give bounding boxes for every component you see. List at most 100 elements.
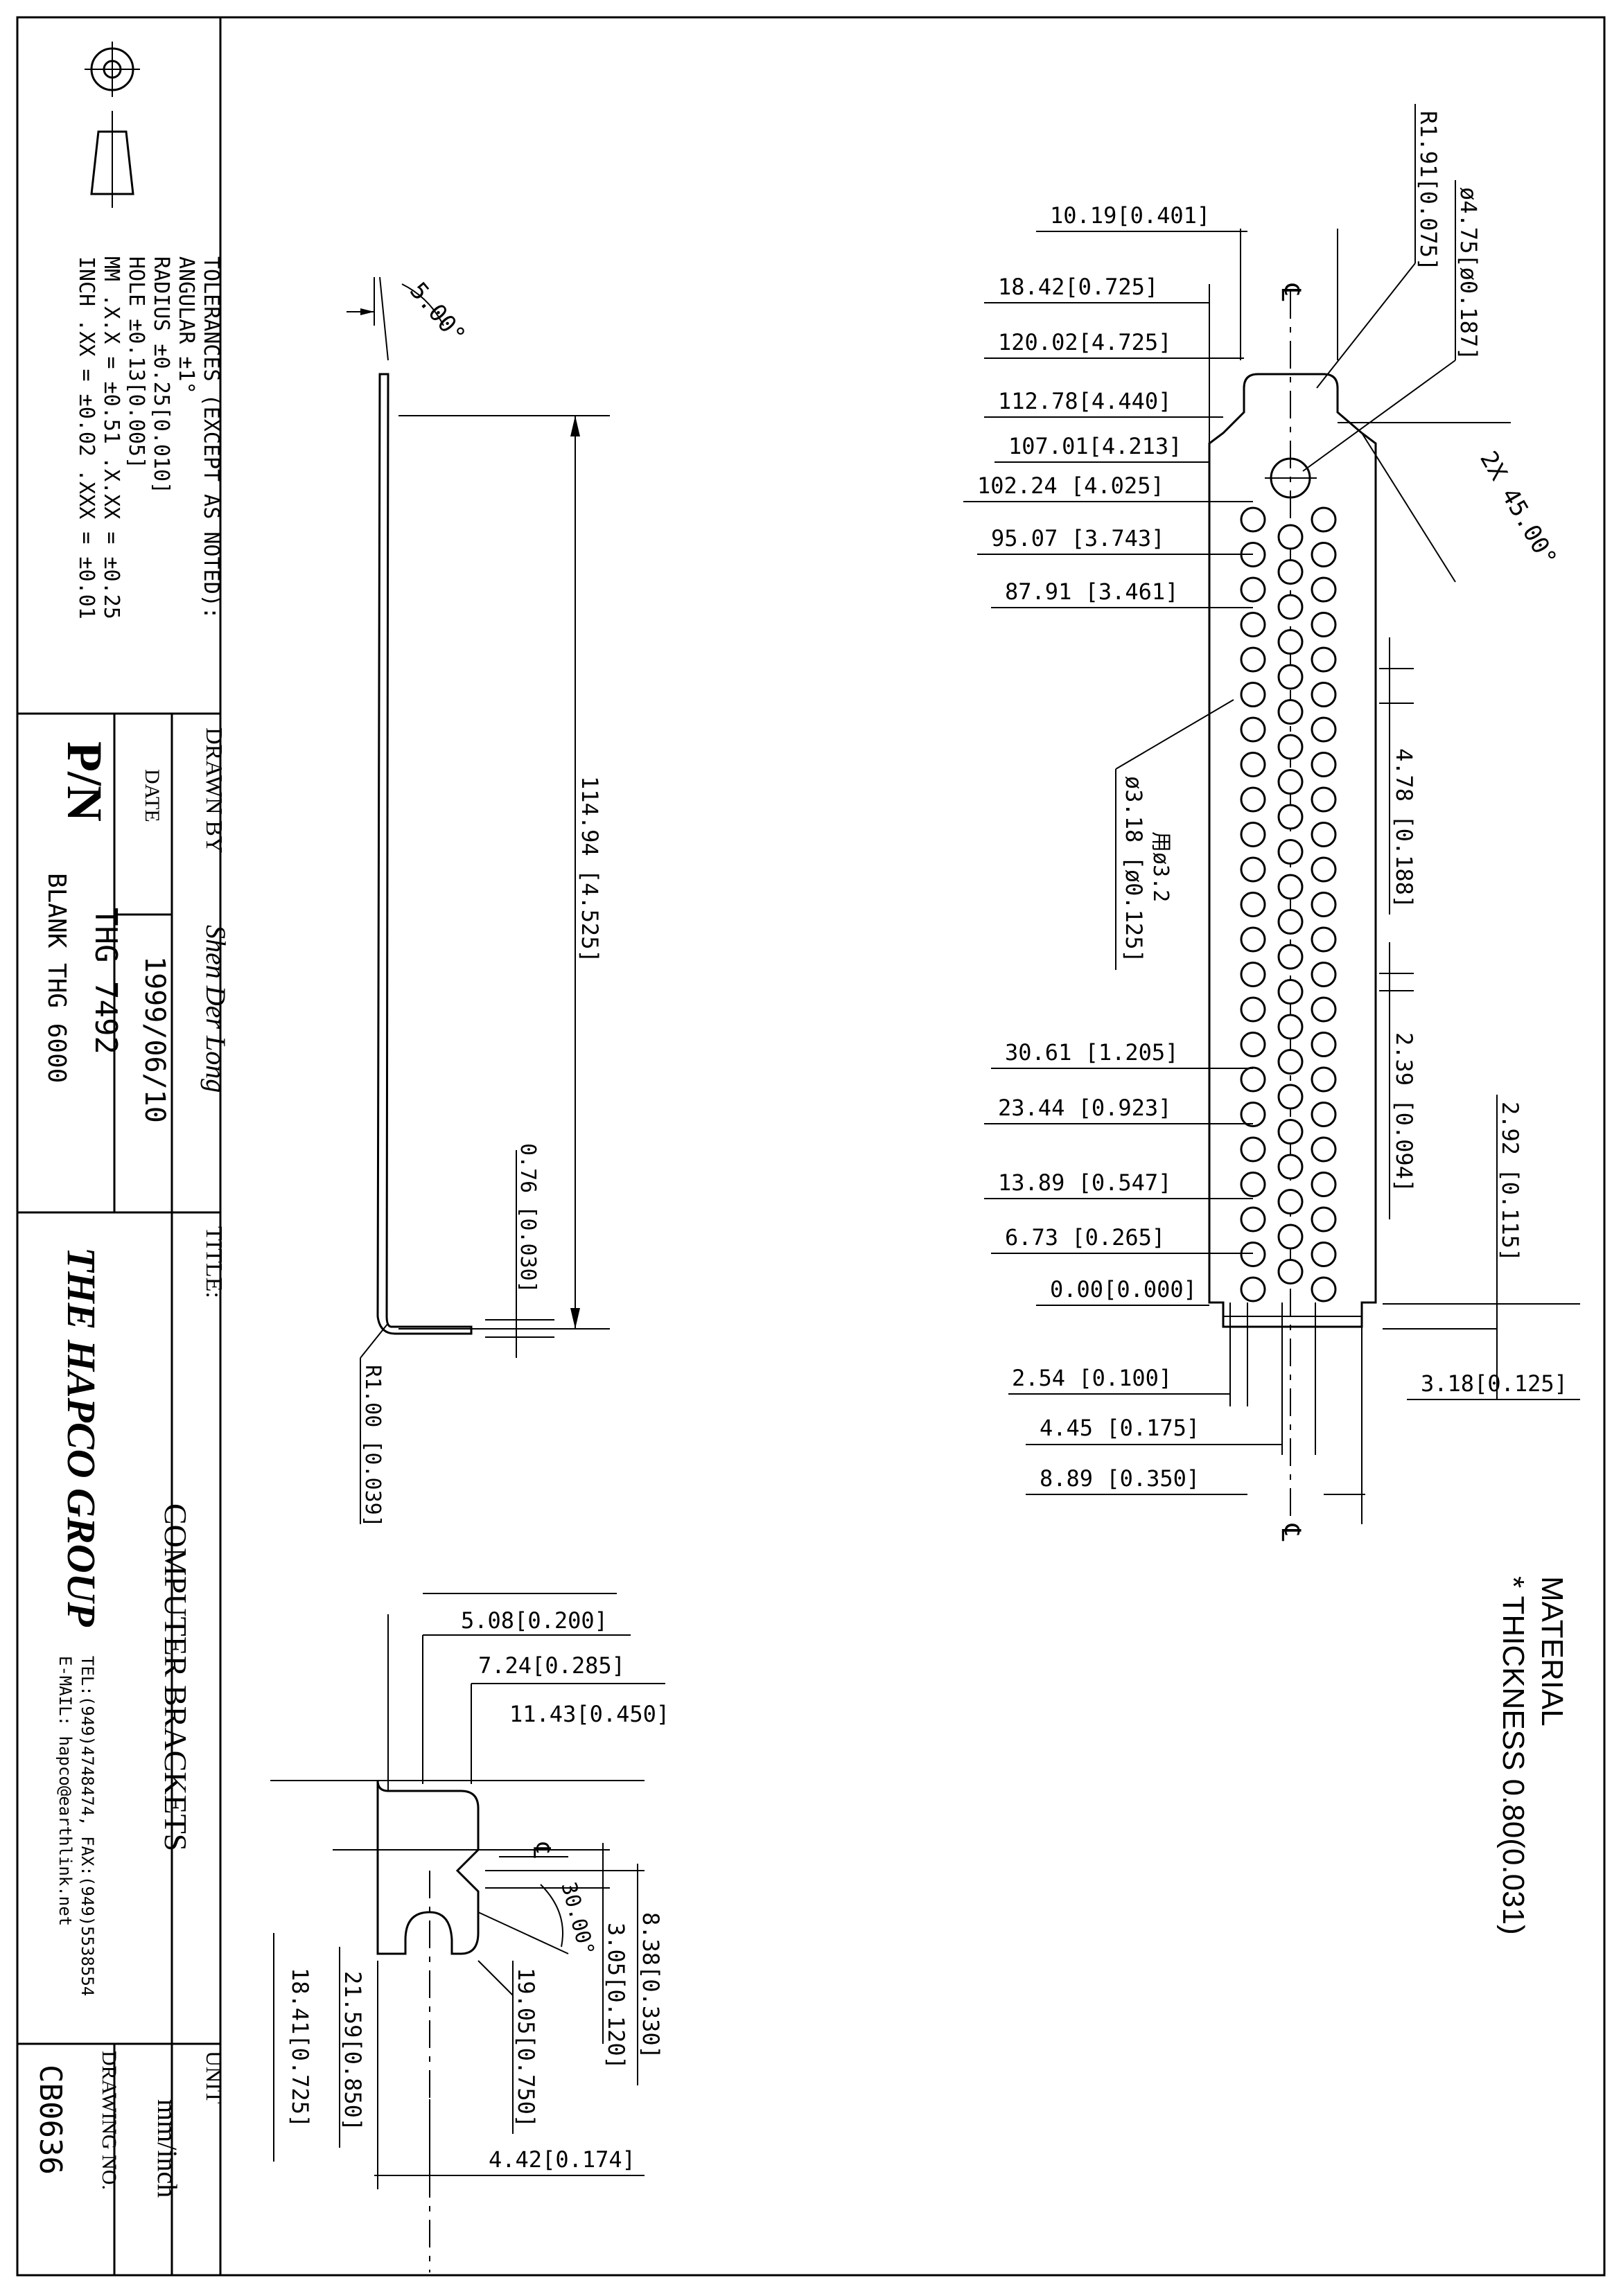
mounting-hole: [1311, 1066, 1337, 1093]
detail-dim-right-2: 3.05[0.120]: [603, 1923, 629, 2069]
side-angle-dim: 5.00°: [404, 277, 471, 349]
mounting-hole: [1277, 909, 1304, 935]
hole-note-cn: 用ø3.2: [1148, 831, 1173, 902]
tolerance-inch: INCH .XX = ±0.02 .XXX = ±0.01: [74, 256, 98, 619]
mounting-hole: [1277, 524, 1304, 550]
dim-right-2: 2.92 [0.115]: [1497, 1102, 1523, 1262]
mounting-hole: [1240, 786, 1266, 813]
mounting-hole: [1311, 856, 1337, 883]
dim-left-4: 112.78[4.440]: [998, 388, 1171, 414]
mounting-hole: [1240, 1032, 1266, 1057]
chamfer-dim: 2X 45.00°: [1474, 447, 1562, 572]
mounting-hole: [1311, 542, 1337, 567]
mounting-hole: [1311, 576, 1337, 603]
detail-dim-bottom-1: 19.05[0.750]: [513, 1968, 539, 2128]
company-name: THE HAPCO GROUP: [59, 1247, 104, 1627]
centerline-top: ℄: [1276, 283, 1306, 301]
drawn-by-name: Shen Der Long: [200, 925, 231, 1093]
dim-bottom-1: 2.54 [0.100]: [1012, 1365, 1172, 1391]
mounting-hole: [1277, 979, 1304, 1005]
mounting-hole: [1311, 926, 1337, 953]
dim-right-1: 3.18[0.125]: [1421, 1370, 1568, 1397]
mounting-hole: [1240, 892, 1266, 917]
mounting-hole: [1311, 1206, 1337, 1233]
date-label: DATE: [141, 769, 164, 822]
mounting-hole: [1277, 594, 1304, 620]
dim-left-7: 95.07 [3.743]: [991, 525, 1164, 551]
side-radius-dim: R1.00 [0.039]: [360, 1365, 385, 1528]
mounting-hole: [1311, 892, 1337, 917]
border: [16, 16, 1606, 2277]
mounting-hole: [1311, 716, 1337, 743]
mounting-hole: [1240, 682, 1266, 707]
mounting-hole: [1277, 874, 1304, 900]
drawn-by-label: DRAWN BY: [201, 727, 227, 853]
mounting-hole: [1277, 1154, 1304, 1180]
mounting-hole: [1277, 1084, 1304, 1110]
dim-left-8: 87.91 [3.461]: [1005, 579, 1178, 605]
detail-centerline: ℄: [527, 1842, 555, 1858]
company-email: E-MAIL: hapco@earthlink.net: [55, 1656, 75, 1926]
dim-left-3: 120.02[4.725]: [998, 329, 1171, 355]
dim-left-9: 30.61 [1.205]: [1005, 1039, 1178, 1066]
mounting-hole: [1311, 996, 1337, 1023]
mounting-hole: [1311, 962, 1337, 987]
dim-bottom-3: 8.89 [0.350]: [1040, 1465, 1200, 1492]
tolerance-mm: MM .X.X = ±0.51 .X.XX = ±0.25: [99, 256, 123, 619]
mounting-hole: [1240, 1066, 1266, 1093]
mounting-hole: [1277, 664, 1304, 690]
mounting-hole: [1277, 734, 1304, 760]
detail-dim-top-3: 11.43[0.450]: [509, 1701, 669, 1727]
tolerance-hole: HOLE ±0.13[0.005]: [124, 256, 148, 469]
detail-dim-bottom-3: 18.41[0.725]: [287, 1968, 313, 2128]
tolerance-angular: ANGULAR ±1°: [174, 256, 198, 394]
mounting-hole: [1311, 1136, 1337, 1163]
title-label: TITLE:: [201, 1226, 227, 1298]
mounting-hole: [1277, 804, 1304, 830]
mounting-hole: [1240, 962, 1266, 987]
company-tel-fax: TEL:(949)4748474, FAX:(949)5538554: [78, 1656, 97, 1996]
dim-left-1: 10.19[0.401]: [1050, 202, 1210, 229]
mounting-hole: [1277, 944, 1304, 970]
mounting-hole: [1240, 856, 1266, 883]
mounting-hole: [1240, 1242, 1266, 1267]
main-view: 10.19[0.401]18.42[0.725]120.02[4.725]112…: [963, 104, 1580, 1542]
mounting-hole: [1311, 752, 1337, 777]
detail-dim-top-1: 5.08[0.200]: [461, 1607, 608, 1634]
mounting-hole: [1311, 646, 1337, 673]
dim-right-3: 2.39 [0.094]: [1391, 1032, 1417, 1192]
mounting-hole: [1277, 1224, 1304, 1250]
detail-dim-bottom-2: 21.59[0.850]: [340, 1971, 366, 2131]
dim-left-10: 23.44 [0.923]: [998, 1095, 1171, 1121]
detail-dim-bottom-4: 4.42[0.174]: [489, 2146, 636, 2173]
mounting-hole: [1311, 1172, 1337, 1197]
blank-value: BLANK THG 6000: [42, 873, 71, 1083]
mounting-hole: [1311, 1276, 1337, 1302]
mounting-hole: [1311, 1032, 1337, 1057]
dim-left-12: 6.73 [0.265]: [1005, 1224, 1165, 1251]
date-value: 1999/06/10: [139, 956, 170, 1123]
centerline-bottom: ℄: [1276, 1524, 1306, 1542]
dim-bottom-2: 4.45 [0.175]: [1040, 1415, 1200, 1441]
drawing-no-label: DRAWING NO.: [98, 2051, 121, 2190]
mounting-hole: [1240, 822, 1266, 847]
detail-view: 5.08[0.200] 7.24[0.285] 11.43[0.450] ℄ 8…: [270, 1593, 669, 2272]
mounting-hole: [1240, 716, 1266, 743]
pn-value: THG 7492: [88, 908, 123, 1054]
side-offset-dim: 0.76 [0.030]: [516, 1143, 540, 1293]
mounting-hole: [1311, 612, 1337, 637]
mounting-hole: [1311, 822, 1337, 847]
detail-dim-top-2: 7.24[0.285]: [478, 1652, 625, 1679]
mounting-hole: [1277, 1014, 1304, 1040]
dim-top-right-2: ø4.75[ø0.187]: [1455, 187, 1482, 360]
dim-left-13: 0.00[0.000]: [1050, 1276, 1197, 1302]
mounting-hole: [1277, 1049, 1304, 1075]
tolerance-radius: RADIUS ±0.25[0.010]: [149, 256, 173, 494]
projection-symbol-icon: [85, 42, 140, 208]
side-height-dim: 114.94 [4.525]: [577, 776, 603, 963]
mounting-hole: [1240, 1276, 1266, 1302]
mounting-hole: [1240, 996, 1266, 1023]
mounting-hole: [1240, 752, 1266, 777]
unit-label: UNIT: [202, 2051, 227, 2104]
